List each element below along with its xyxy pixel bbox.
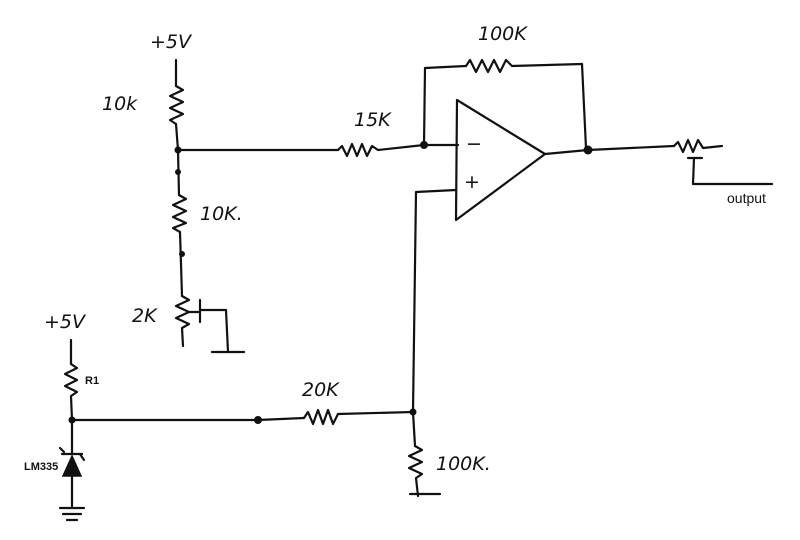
resistor-10k-top [168,84,185,126]
label-r-feedback: 100K [478,23,528,45]
zener-body [61,454,83,477]
wire-plus-input [411,188,458,414]
resistor-15k [336,142,426,158]
junction-output [583,145,593,155]
wire-100k-top [411,410,417,448]
label-supply-top: +5V [150,31,193,53]
wire-to-pot [178,230,184,298]
junction-pot-top [179,251,185,257]
label-sensor: LM335 [24,461,58,473]
junction-minus [420,141,428,149]
label-r-ground: 100K. [436,453,491,475]
resistor-100k-feedback [464,58,584,74]
junction-divider-lower [175,169,181,175]
potentiometer-2k [174,294,191,348]
label-output: output [727,190,766,206]
opamp-triangle [454,98,547,222]
label-opamp-minus: − [466,133,482,155]
resistor-r1 [63,362,79,422]
label-r1: R1 [85,375,99,387]
label-opamp-plus: + [464,171,480,193]
junction-plus [409,408,417,416]
wire-sensor-node [70,416,306,422]
junction-20k-left [254,416,262,424]
resistor-100k-ground [407,444,424,498]
label-supply-bottom: +5V [44,311,87,333]
junction-sensor [68,416,76,424]
pot-wiper [188,298,230,354]
output-wiper [686,156,774,186]
wire-feedback-left [422,64,468,147]
output-potentiometer [672,138,724,154]
label-r-input: 15K [354,109,392,131]
label-pot-offset: 2K [132,305,158,327]
wire-opamp-output [543,144,676,156]
zener-lm335 [58,446,86,462]
resistor-10k-mid [171,193,188,234]
label-r-top: 10k [102,93,138,115]
junction-divider [174,146,182,154]
label-r-plus: 20K [302,379,340,401]
label-r-mid: 10K. [200,203,243,225]
wire-divider-upper [174,122,180,152]
ground-sensor [58,506,86,522]
wire-feedback-right [580,62,588,150]
resistor-20k [302,408,415,426]
